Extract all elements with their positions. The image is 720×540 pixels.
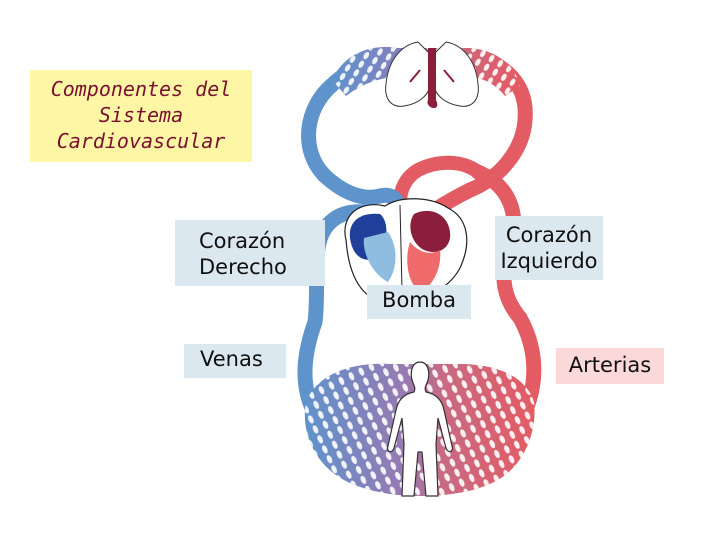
human-body-icon (387, 361, 453, 497)
label-left-heart-line-2: Izquierdo (500, 249, 598, 274)
label-arteries: Arterias (556, 348, 664, 384)
heart-icon (344, 198, 468, 304)
lungs-icon (385, 41, 479, 108)
diagram-title: Componentes del Sistema Cardiovascular (30, 70, 252, 162)
label-veins: Venas (184, 344, 286, 378)
label-left-heart: Corazón Izquierdo (495, 216, 603, 280)
title-line-1: Componentes del (50, 77, 232, 101)
label-right-heart-line-1: Corazón (199, 229, 286, 253)
label-pump: Bomba (367, 285, 471, 319)
title-line-2: Sistema (98, 103, 184, 127)
title-line-3: Cardiovascular (56, 129, 226, 153)
label-right-heart-line-2: Derecho (199, 255, 287, 280)
label-right-heart: Corazón Derecho (175, 220, 325, 286)
label-left-heart-line-1: Corazón (505, 223, 593, 247)
